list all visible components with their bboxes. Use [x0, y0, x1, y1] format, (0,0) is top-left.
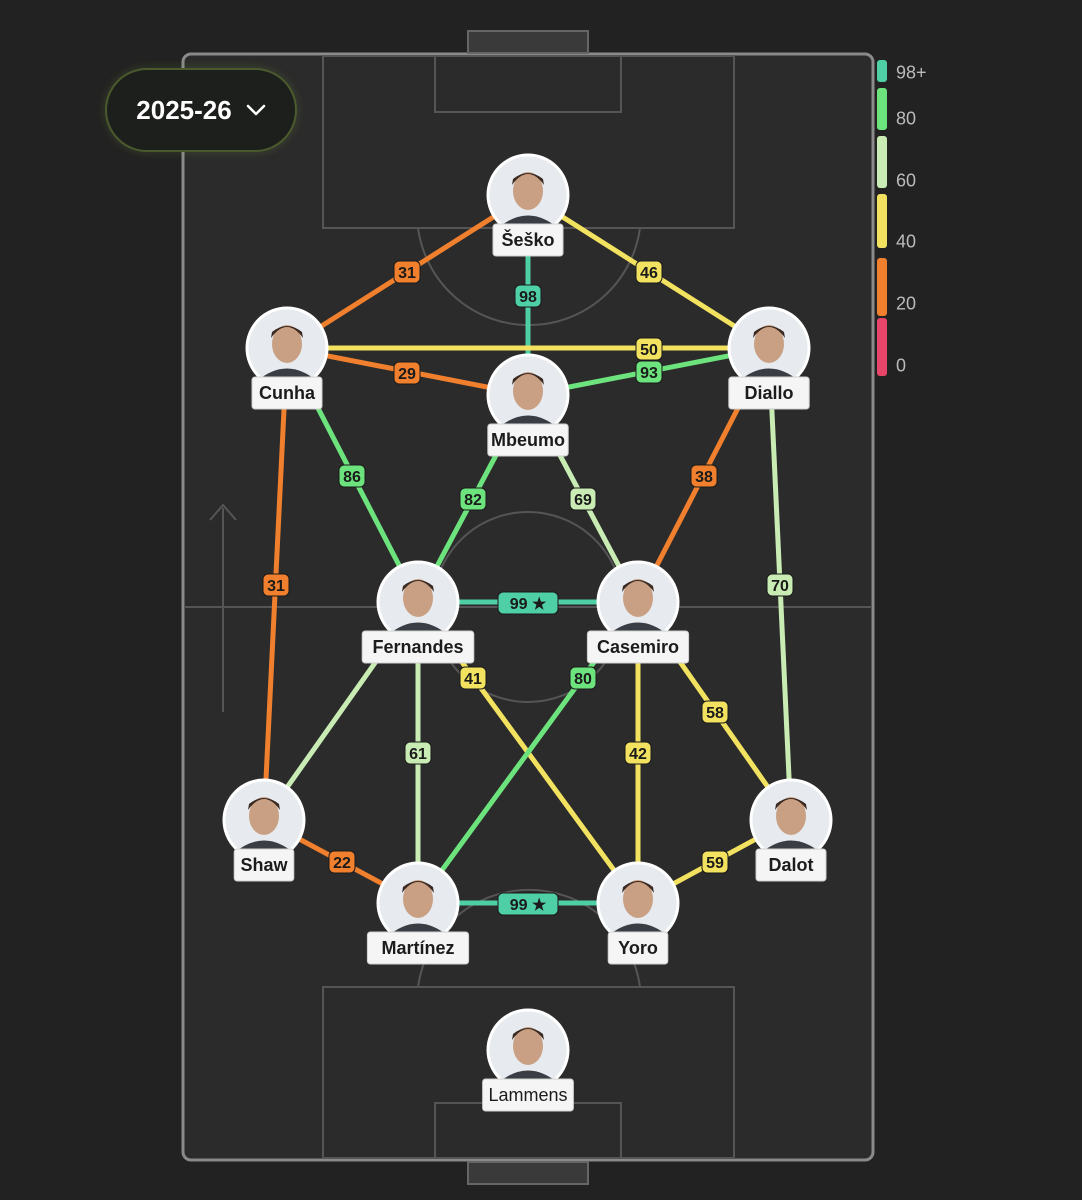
player-fernandes[interactable]: Fernandes [361, 560, 475, 664]
chemistry-value: 70 [771, 578, 789, 595]
legend-label: 80 [896, 108, 917, 129]
chemistry-value: 31 [267, 578, 285, 595]
player-shaw[interactable]: Shaw [222, 778, 306, 882]
legend-color-bar [877, 136, 887, 188]
chemistry-legend: 98+ 80 60 40 20 0 [877, 60, 957, 380]
chevron-down-icon [246, 104, 265, 116]
bottom-goal [467, 1161, 589, 1185]
legend-label: 98+ [896, 62, 927, 83]
chemistry-value: 46 [640, 265, 658, 282]
player-avatar [376, 861, 460, 950]
player-martinez[interactable]: Martínez [366, 861, 470, 965]
chemistry-link-cunha-diallo: 50 [284, 337, 772, 361]
chemistry-link-sesko-cunha: 31 [284, 192, 531, 351]
player-name: Yoro [618, 938, 658, 958]
player-name: Shaw [240, 855, 288, 875]
player-name: Cunha [259, 383, 316, 403]
attack-direction-arrow-icon [209, 503, 237, 712]
legend-label: 60 [896, 170, 917, 191]
player-lammens[interactable]: Lammens [482, 1008, 574, 1112]
chemistry-link-sesko-diallo: 46 [525, 192, 772, 351]
chemistry-value: 99 ★ [510, 596, 547, 613]
player-cunha[interactable]: Cunha [245, 306, 329, 410]
season-label: 2025-26 [136, 94, 232, 125]
player-name: Diallo [744, 383, 793, 403]
player-casemiro[interactable]: Casemiro [586, 560, 690, 664]
player-name: Šeško [501, 229, 554, 250]
chemistry-value: 99 ★ [510, 897, 547, 914]
chemistry-value: 58 [706, 705, 724, 722]
player-dalot[interactable]: Dalot [749, 778, 833, 882]
player-avatar [749, 778, 833, 867]
chemistry-value: 80 [574, 671, 592, 688]
player-name: Lammens [488, 1085, 567, 1105]
player-diallo[interactable]: Diallo [727, 306, 811, 410]
player-mbeumo[interactable]: Mbeumo [486, 353, 570, 457]
chemistry-value: 50 [640, 342, 658, 359]
legend-label: 40 [896, 231, 917, 252]
chemistry-value: 86 [343, 469, 361, 486]
legend-color-bar [877, 88, 887, 130]
player-name: Dalot [769, 855, 814, 875]
player-name: Mbeumo [491, 430, 565, 450]
legend-color-bar [877, 318, 887, 376]
top-goal-box [434, 55, 622, 113]
legend-label: 0 [896, 355, 907, 376]
chemistry-value: 61 [409, 746, 427, 763]
legend-color-bar [877, 194, 887, 248]
chemistry-value: 98 [519, 289, 537, 306]
chemistry-link-diallo-dalot: 70 [766, 345, 794, 823]
chemistry-value: 41 [464, 671, 482, 688]
chemistry-value: 82 [464, 492, 482, 509]
season-selector[interactable]: 2025-26 [105, 68, 297, 152]
chemistry-value: 38 [695, 469, 713, 486]
chemistry-value: 59 [706, 855, 724, 872]
legend-color-bar [877, 258, 887, 316]
legend-label: 20 [896, 293, 917, 314]
legend-color-bar [877, 60, 887, 82]
links-layer: 31 46 98 50 29 93 86 82 69 38 31 70 99 ★ 61 41 80 42 58 22… [261, 192, 794, 916]
chemistry-value: 42 [629, 746, 647, 763]
chemistry-value: 22 [333, 855, 351, 872]
player-sesko[interactable]: Šeško [486, 153, 570, 257]
chemistry-value: 69 [574, 492, 592, 509]
player-yoro[interactable]: Yoro [596, 861, 680, 965]
player-name: Casemiro [597, 637, 679, 657]
chemistry-value: 29 [398, 366, 416, 383]
chemistry-value: 31 [398, 265, 416, 282]
chemistry-value: 93 [640, 365, 658, 382]
chemistry-link-cunha-shaw: 31 [261, 345, 290, 823]
top-goal [467, 30, 589, 54]
player-name: Martínez [381, 938, 454, 958]
player-name: Fernandes [372, 637, 463, 657]
